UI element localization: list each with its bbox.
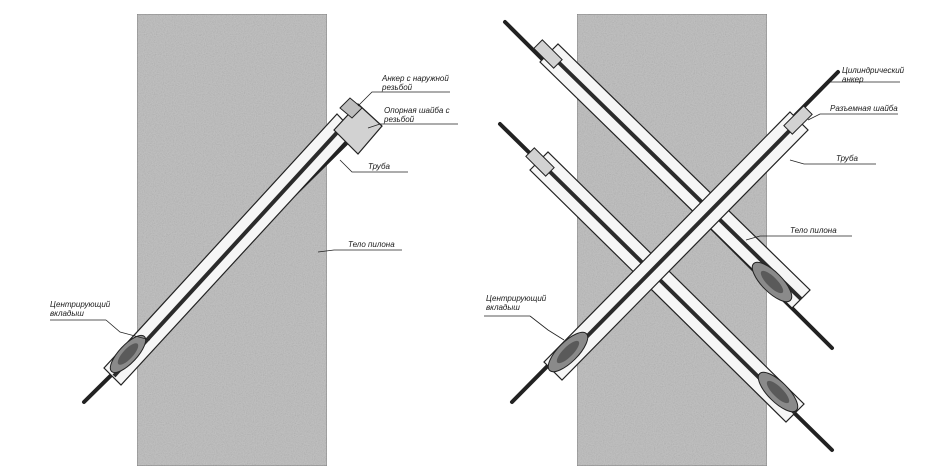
label-anchor-left: Анкер с наружной резьбой — [382, 74, 449, 92]
label-pipe-right: Труба — [836, 154, 858, 163]
label-body-left: Тело пилона — [348, 240, 395, 249]
nut — [339, 97, 363, 119]
label-insert-left: Центрирующий вкладыш — [50, 300, 111, 318]
split-washer — [783, 105, 813, 135]
anchor-rod-inner — [112, 124, 345, 378]
callouts-right — [484, 81, 900, 341]
anchor-assembly-left — [82, 97, 383, 404]
label-washer-right: Разъемная шайба — [830, 104, 898, 113]
label-body-right: Тело пилона — [790, 226, 837, 235]
split-washer — [533, 39, 563, 69]
label-pipe-left: Труба — [368, 162, 390, 171]
anchor-assembly-right-b — [498, 122, 834, 452]
centering-insert-core — [117, 343, 139, 365]
anchor-assembly-right-c — [510, 70, 840, 404]
label-anchor-right: Цилиндрический анкер — [842, 66, 905, 84]
split-washer — [525, 147, 555, 177]
callouts-left — [50, 91, 458, 341]
label-insert-right: Центрирующий вкладыш — [486, 294, 547, 312]
label-washer-left: Опорная шайба с резьбой — [384, 106, 450, 124]
